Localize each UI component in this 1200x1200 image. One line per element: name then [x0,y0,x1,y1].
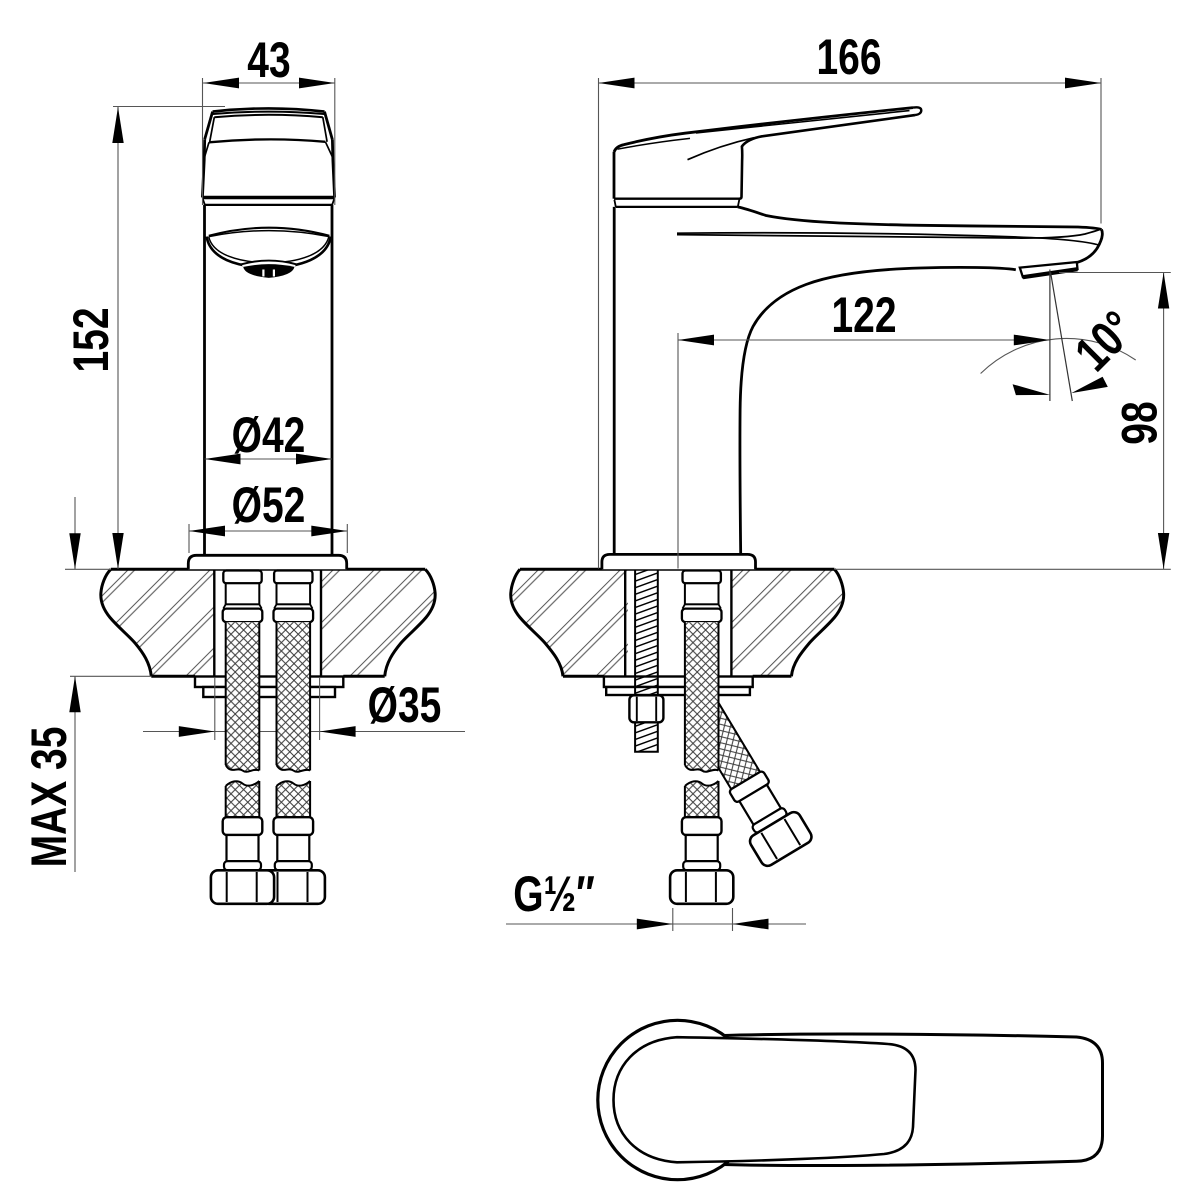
svg-text:166: 166 [816,28,881,85]
svg-text:G½″: G½″ [513,865,595,922]
svg-text:122: 122 [831,286,896,343]
svg-text:MAX 35: MAX 35 [20,727,77,868]
svg-text:Ø35: Ø35 [368,676,442,733]
svg-text:152: 152 [62,307,119,372]
svg-text:Ø52: Ø52 [232,476,306,533]
svg-text:98: 98 [1111,401,1168,444]
svg-text:Ø42: Ø42 [232,406,306,463]
svg-text:43: 43 [247,31,290,88]
